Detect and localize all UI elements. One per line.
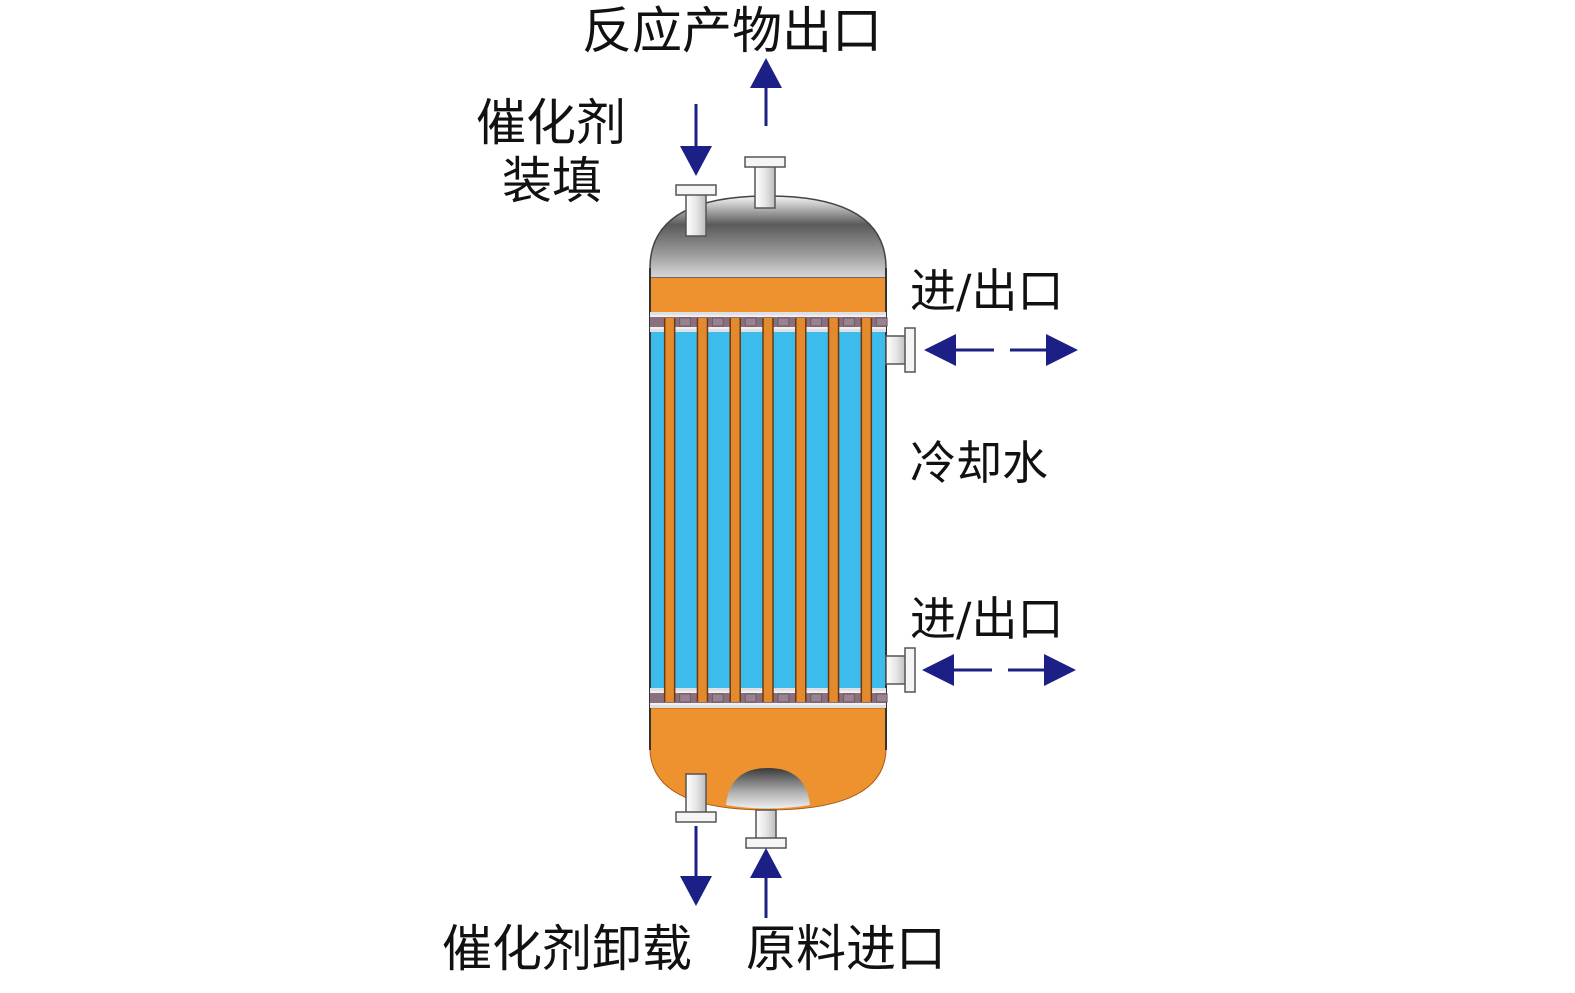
top-tubesheet [650, 312, 888, 332]
reaction-tube [860, 318, 873, 702]
product-outlet-label: 反应产物出口 [582, 2, 882, 60]
reaction-tube [827, 318, 840, 702]
catalyst-loading-arrow [680, 104, 712, 176]
reaction-tube [696, 318, 709, 702]
catalyst-loading-nozzle [675, 184, 717, 237]
lower-port-label: 进/出口 [910, 592, 1064, 646]
reaction-tube [795, 318, 807, 702]
reaction-tubes [663, 318, 873, 702]
upper-chamber [650, 278, 886, 312]
reaction-tube [729, 318, 741, 702]
catalyst-loading-label-line1: 催化剂 [476, 94, 626, 152]
reaction-tube [663, 318, 676, 702]
product-outlet-arrow [750, 58, 782, 126]
catalyst-unloading-nozzle [675, 773, 717, 823]
catalyst-unloading-arrow [680, 826, 712, 906]
cooling-water-label: 冷却水 [910, 436, 1048, 490]
feed-inlet-arrow [750, 848, 782, 918]
feed-inlet-nozzle [745, 809, 787, 849]
upper-port-arrows [924, 334, 1078, 366]
reaction-tube [762, 318, 774, 702]
lower-port-arrows [922, 654, 1076, 686]
flow-arrows [680, 58, 1078, 918]
upper-port-label: 进/出口 [910, 264, 1064, 318]
upper-side-nozzle [885, 327, 916, 373]
product-outlet-nozzle [744, 156, 786, 209]
feed-inlet-label: 原料进口 [746, 920, 946, 978]
catalyst-loading-label-line2: 装填 [502, 152, 602, 210]
nozzles [675, 156, 916, 849]
bottom-inlet-dome [726, 768, 810, 809]
catalyst-unloading-label: 催化剂卸载 [442, 920, 692, 978]
lower-side-nozzle [885, 647, 916, 693]
